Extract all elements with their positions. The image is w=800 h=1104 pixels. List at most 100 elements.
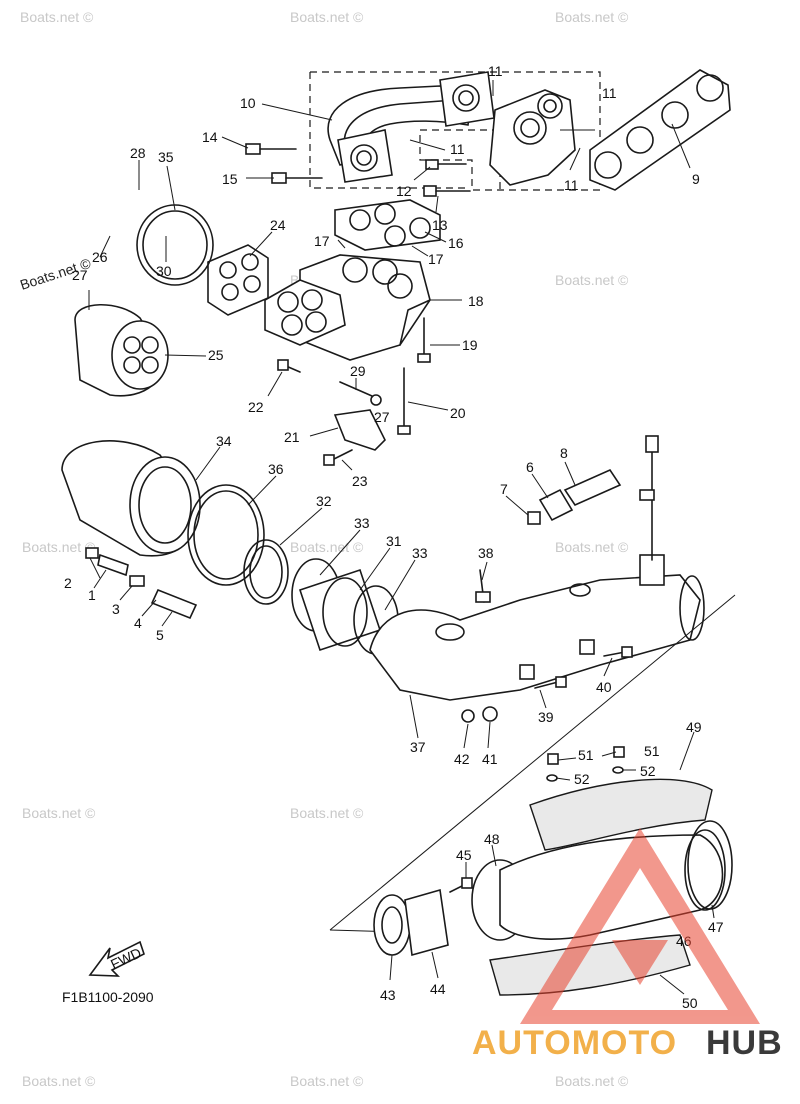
exhaust-chamber-18 bbox=[299, 254, 431, 361]
callout-11a: 11 bbox=[488, 63, 503, 79]
callout-23: 23 bbox=[352, 473, 368, 489]
bolt-23 bbox=[323, 449, 353, 466]
automotohub-logo bbox=[520, 828, 760, 1024]
callout-15: 15 bbox=[222, 171, 238, 187]
callout-48: 48 bbox=[484, 831, 500, 847]
watermark: Boats.net © bbox=[555, 9, 629, 25]
logo-inner-mark bbox=[612, 940, 668, 985]
callout-38: 38 bbox=[478, 545, 494, 561]
exhaust-outlet-24 bbox=[264, 279, 346, 346]
callout-43: 43 bbox=[380, 987, 396, 1003]
brand-text-automoto: AUTOMOTO bbox=[472, 1024, 677, 1062]
callout-19: 19 bbox=[462, 337, 478, 353]
callout-3: 3 bbox=[112, 601, 120, 617]
callout-8: 8 bbox=[560, 445, 568, 461]
callout-10: 10 bbox=[240, 95, 256, 111]
watermark: Boats.net © bbox=[22, 805, 96, 821]
callout-17a: 17 bbox=[314, 233, 330, 249]
manifold-flange-right bbox=[439, 71, 495, 127]
callout-17b: 17 bbox=[428, 251, 444, 267]
callout-24: 24 bbox=[270, 217, 286, 233]
callout-51a: 51 bbox=[578, 747, 594, 763]
bolt-45 bbox=[449, 877, 473, 893]
callout-11c: 11 bbox=[450, 141, 465, 157]
manifold-flange-left bbox=[337, 129, 393, 183]
watermark: Boats.net © bbox=[555, 539, 629, 555]
callout-52a: 52 bbox=[574, 771, 590, 787]
callout-40: 40 bbox=[596, 679, 612, 695]
callout-7: 7 bbox=[500, 481, 508, 497]
callout-35: 35 bbox=[158, 149, 174, 165]
water-lock-37 bbox=[369, 554, 705, 701]
exhaust-manifold-group bbox=[245, 69, 731, 197]
callout-1: 1 bbox=[88, 587, 96, 603]
callout-41: 41 bbox=[482, 751, 498, 767]
callout-45: 45 bbox=[456, 847, 472, 863]
callout-52b: 52 bbox=[640, 763, 656, 779]
watermark: Boats.net © bbox=[290, 539, 364, 555]
clip-7 bbox=[527, 511, 541, 525]
callout-21: 21 bbox=[284, 429, 300, 445]
callout-22: 22 bbox=[248, 399, 264, 415]
callout-30: 30 bbox=[156, 263, 172, 279]
callout-44: 44 bbox=[430, 981, 446, 997]
callout-20: 20 bbox=[450, 405, 466, 421]
bolt-15 bbox=[271, 172, 323, 184]
heat-shield-49 bbox=[529, 778, 713, 851]
washer-52-right bbox=[612, 766, 624, 774]
bolt-22 bbox=[277, 359, 301, 373]
muffler-25 bbox=[74, 303, 169, 397]
callout-36: 36 bbox=[268, 461, 284, 477]
bolt-40 bbox=[603, 646, 633, 658]
bolt-12 bbox=[425, 159, 467, 170]
watermark: Boats.net © bbox=[22, 539, 96, 555]
joint-hose-31 bbox=[298, 568, 382, 652]
bolt-14 bbox=[245, 143, 297, 155]
callout-47: 47 bbox=[708, 919, 724, 935]
gasket-24 bbox=[207, 244, 269, 316]
bolt-38 bbox=[475, 569, 491, 603]
callout-11b: 11 bbox=[602, 85, 617, 101]
bolt-20 bbox=[397, 367, 411, 435]
clamp-36 bbox=[187, 484, 265, 586]
watermark: Boats.net © bbox=[290, 1073, 364, 1089]
callout-16: 16 bbox=[448, 235, 464, 251]
nut-27 bbox=[370, 394, 382, 406]
callout-4: 4 bbox=[134, 615, 142, 631]
clip-3 bbox=[129, 575, 145, 587]
callout-51b: 51 bbox=[644, 743, 660, 759]
callout-9: 9 bbox=[692, 171, 700, 187]
callout-29: 29 bbox=[350, 363, 366, 379]
fwd-label: FWD bbox=[108, 944, 144, 972]
callout-12: 12 bbox=[396, 183, 412, 199]
manifold-dashed-frame bbox=[309, 71, 601, 191]
callout-leaders bbox=[88, 80, 715, 995]
bolt-19 bbox=[417, 317, 431, 363]
watermark: Boats.net © bbox=[20, 9, 94, 25]
manifold-elbow bbox=[489, 89, 576, 186]
collar-42 bbox=[461, 709, 475, 723]
callout-37: 37 bbox=[410, 739, 426, 755]
watermark: Boats.net © bbox=[555, 1073, 629, 1089]
fitting-2 bbox=[85, 547, 99, 559]
callout-13: 13 bbox=[432, 217, 448, 233]
watermark: Boats.net © bbox=[555, 272, 629, 288]
washer-52-left bbox=[546, 774, 558, 782]
callout-11d: 11 bbox=[564, 177, 579, 193]
diagram-code: F1B1100-2090 bbox=[62, 989, 154, 1005]
fwd-arrow-icon: FWD bbox=[88, 940, 145, 977]
callout-14: 14 bbox=[202, 129, 218, 145]
flange-44 bbox=[404, 888, 449, 957]
callout-26: 26 bbox=[92, 249, 108, 265]
bolt-13 bbox=[423, 185, 471, 197]
callout-33a: 33 bbox=[354, 515, 370, 531]
callout-42: 42 bbox=[454, 751, 470, 767]
clamp-35 bbox=[136, 204, 214, 286]
gasket-16 bbox=[334, 199, 441, 251]
callout-27b: 27 bbox=[374, 409, 390, 425]
sensor-probe bbox=[639, 435, 659, 561]
hose-4 bbox=[150, 588, 198, 620]
callout-50: 50 bbox=[682, 995, 698, 1011]
callout-34: 34 bbox=[216, 433, 232, 449]
